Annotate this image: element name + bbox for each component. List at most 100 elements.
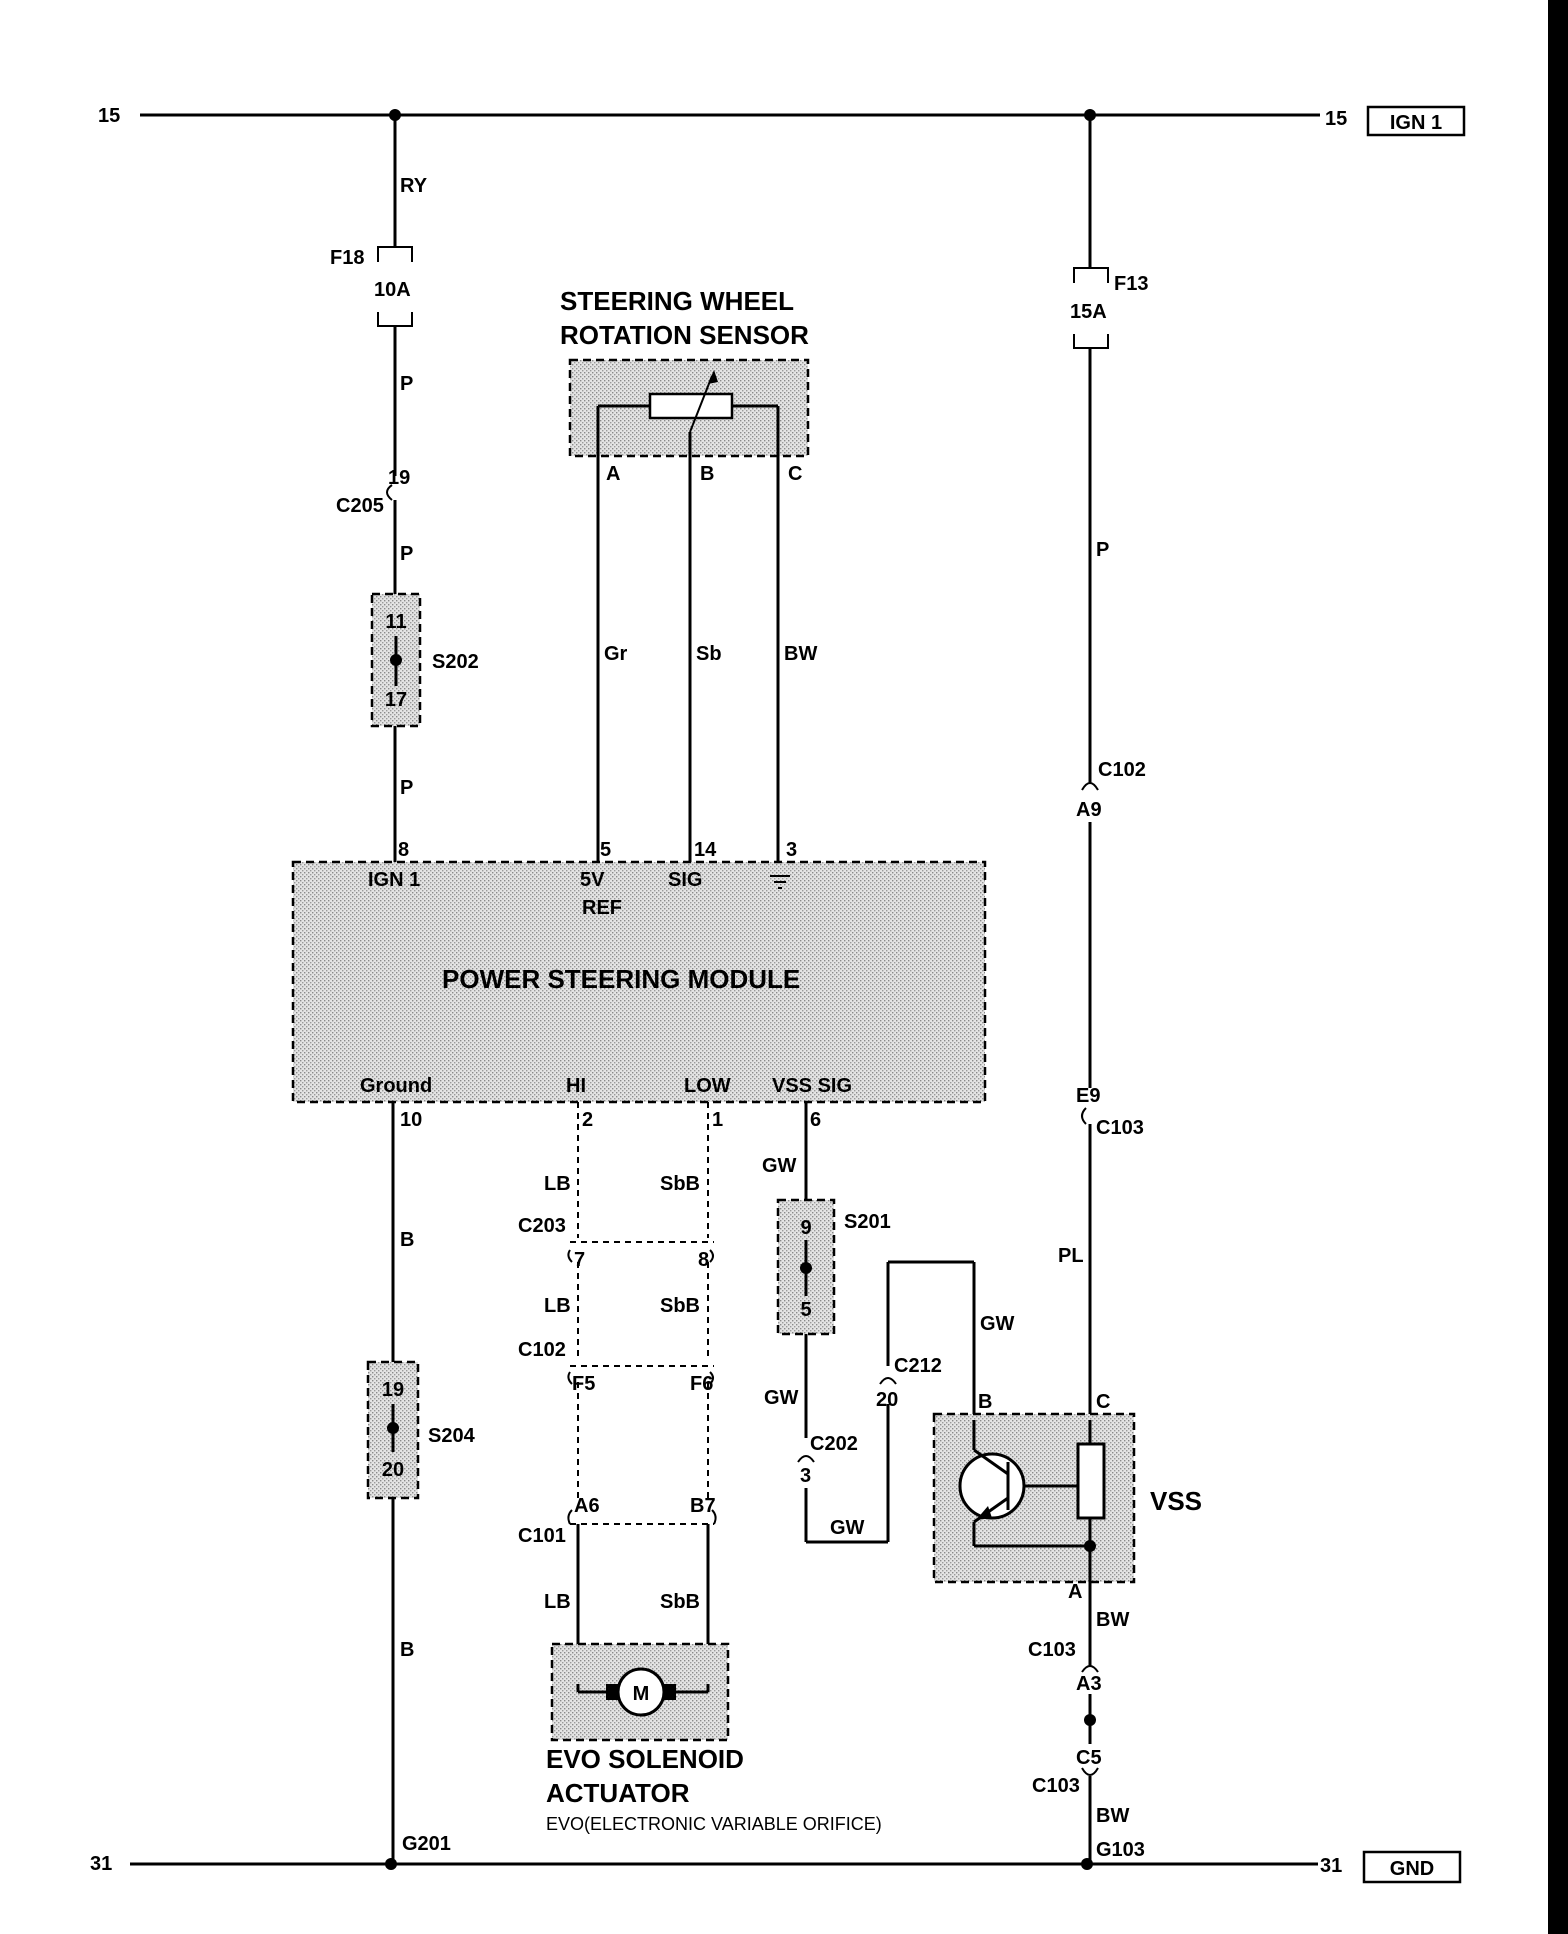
- fuse-f18-rating: 10A: [374, 279, 411, 301]
- wire-label-gw1: GW: [762, 1155, 797, 1177]
- pin-vss-label: VSS SIG: [772, 1075, 852, 1097]
- evo-title-line2: ACTUATOR: [546, 1778, 690, 1808]
- c101-pin-b7: B7: [690, 1495, 716, 1517]
- vss-pin-a: A: [1068, 1581, 1082, 1603]
- motor-icon: [616, 1667, 666, 1717]
- s201-top-pin: 9: [800, 1217, 811, 1239]
- vss-c103-bot: C103: [1032, 1775, 1080, 1797]
- s202-bottom-pin: 17: [385, 689, 407, 711]
- wire-label-lb3: LB: [544, 1591, 571, 1613]
- ground-symbol-icon: [770, 875, 790, 889]
- power-steering-module: 8 IGN 1 5 5V REF 14 SIG 3 POWER STEERING…: [291, 839, 987, 1131]
- sensor-pin-b: B: [700, 463, 714, 485]
- wire-label-sbb1: SbB: [660, 1173, 700, 1195]
- pin-ref-label: REF: [582, 897, 622, 919]
- module-ground-branch: B 19 20 S204 B G201: [366, 1102, 476, 1864]
- pin-hi-num: 2: [582, 1109, 593, 1131]
- sensor-pin-c: C: [788, 463, 802, 485]
- conn-c212: C212: [894, 1355, 942, 1377]
- s202-top-pin: 11: [385, 611, 406, 633]
- pin-vss-num: 6: [810, 1109, 821, 1131]
- vss-c103-top: C103: [1028, 1639, 1076, 1661]
- pin-ign-label: IGN 1: [368, 869, 420, 891]
- splice-s201-name: S201: [844, 1211, 891, 1233]
- pin-low-num: 1: [712, 1109, 723, 1131]
- sensor-pin-a: A: [606, 463, 620, 485]
- vehicle-speed-sensor: B C VSS A BW C103 A3 C5 C103 BW G103: [932, 1391, 1202, 1864]
- right-c103-name: C103: [1096, 1117, 1144, 1139]
- c212-pin: 20: [876, 1389, 898, 1411]
- vss-pickup-coil: [1076, 1442, 1106, 1520]
- wire-label-gw4: GW: [980, 1313, 1015, 1335]
- page-edge-band: [1548, 0, 1568, 1934]
- s201-bottom-pin: 5: [800, 1299, 811, 1321]
- fuse-f18-name: F18: [330, 247, 364, 269]
- gnd-box-label: GND: [1390, 1858, 1434, 1880]
- c102-pin-f6: F6: [690, 1373, 713, 1395]
- wire-label-sb: Sb: [696, 643, 722, 665]
- c102-pin-f5: F5: [572, 1373, 595, 1395]
- wire-label-b1: B: [400, 1229, 414, 1251]
- wire-label-p2: P: [400, 543, 413, 565]
- s204-bottom-pin: 20: [382, 1459, 404, 1481]
- fuse-f13-rating: 15A: [1070, 301, 1107, 323]
- wire-label-lb2: LB: [544, 1295, 571, 1317]
- sensor-title-line1: STEERING WHEEL: [560, 286, 794, 316]
- evo-title-line1: EVO SOLENOID: [546, 1744, 744, 1774]
- fuse-f13-name: F13: [1114, 273, 1148, 295]
- wire-label-gr: Gr: [604, 643, 628, 665]
- vss-title: VSS: [1150, 1486, 1202, 1516]
- wire-label-p-right: P: [1096, 539, 1109, 561]
- module-title: POWER STEERING MODULE: [442, 964, 800, 994]
- wire-label-ry: RY: [400, 175, 428, 197]
- pin-low-label: LOW: [684, 1075, 731, 1097]
- rail-bottom-right-label: 31: [1320, 1855, 1342, 1877]
- pin-ground-label: Ground: [360, 1075, 432, 1097]
- wire-label-gw2: GW: [764, 1387, 799, 1409]
- pin-sig-num: 14: [694, 839, 717, 861]
- right-c102-name: C102: [1098, 759, 1146, 781]
- pin-ign-num: 8: [398, 839, 409, 861]
- ground-g201: G201: [402, 1833, 451, 1855]
- wire-label-sbb3: SbB: [660, 1591, 700, 1613]
- c101-pin-a6: A6: [574, 1495, 600, 1517]
- evo-solenoid-circuit: LB SbB C203 7 8 LB SbB C102 F5 F6 A6 B7 …: [518, 1102, 882, 1834]
- conn-c101: C101: [518, 1525, 566, 1547]
- right-feed-branch: F13 15A P C102 A9 E9 C103 PL: [1058, 115, 1148, 1420]
- pin-5v-num: 5: [600, 839, 611, 861]
- splice-s204-name: S204: [428, 1425, 476, 1447]
- c205-name: C205: [336, 495, 384, 517]
- pin-sig-label: SIG: [668, 869, 702, 891]
- left-feed-branch: RY F18 10A P 19 C205 P 11 17 S202 P: [330, 115, 479, 862]
- pin-ground-num: 10: [400, 1109, 422, 1131]
- wire-label-b2: B: [400, 1639, 414, 1661]
- wire-label-bw: BW: [784, 643, 817, 665]
- vss-pin-c5: C5: [1076, 1747, 1102, 1769]
- c205-pin: 19: [388, 467, 410, 489]
- vss-pin-c: C: [1096, 1391, 1110, 1413]
- wire-label-bw2: BW: [1096, 1805, 1129, 1827]
- pin-5v-label: 5V: [580, 869, 605, 891]
- ign1-box-label: IGN 1: [1390, 112, 1442, 134]
- rail-top-left-label: 15: [98, 105, 120, 127]
- pin-hi-label: HI: [566, 1075, 586, 1097]
- vss-signal-circuit: GW 9 5 S201 GW C202 3 GW C212 20 GW: [762, 1102, 1015, 1544]
- wire-label-gw3: GW: [830, 1517, 865, 1539]
- sensor-title-line2: ROTATION SENSOR: [560, 320, 809, 350]
- right-c103-pin: E9: [1076, 1085, 1100, 1107]
- wire-label-pl: PL: [1058, 1245, 1084, 1267]
- vss-pin-a3: A3: [1076, 1673, 1102, 1695]
- right-c102-pin: A9: [1076, 799, 1102, 821]
- conn-c102-evo: C102: [518, 1339, 566, 1361]
- evo-subtitle: EVO(ELECTRONIC VARIABLE ORIFICE): [546, 1814, 882, 1834]
- conn-c203: C203: [518, 1215, 566, 1237]
- rail-bottom-left-label: 31: [90, 1853, 112, 1875]
- ign1-rail: 15 15 IGN 1: [98, 105, 1466, 137]
- wire-label-sbb2: SbB: [660, 1295, 700, 1317]
- splice-s202-name: S202: [432, 651, 479, 673]
- rail-top-right-label: 15: [1325, 108, 1347, 130]
- motor-symbol: M: [633, 1683, 650, 1705]
- wire-label-p3: P: [400, 777, 413, 799]
- ground-g103: G103: [1096, 1839, 1145, 1861]
